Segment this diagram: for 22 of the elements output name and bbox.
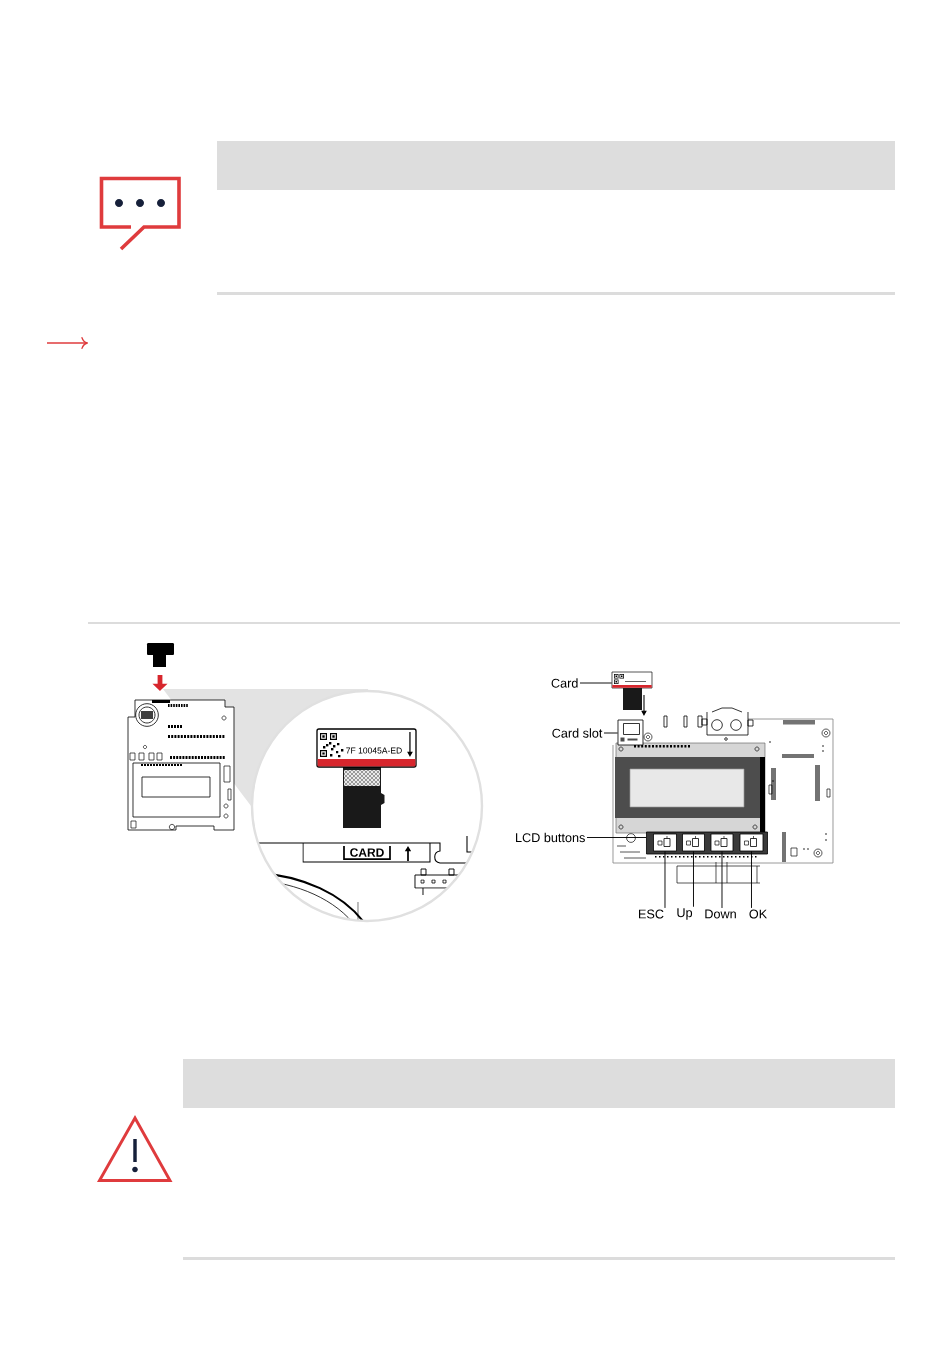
callout-label: Down (705, 909, 736, 919)
callout-label: OK (749, 909, 767, 919)
leader-line (579, 682, 613, 684)
card-slot (617, 719, 644, 746)
card-picture (611, 671, 653, 710)
callout-label: LCD buttons (516, 832, 585, 843)
leader-line (721, 850, 723, 909)
part-number: 7F 10045A-ED (346, 747, 402, 754)
callout-label: Card slot (552, 728, 603, 738)
leader-line (751, 850, 752, 909)
lcd-button (739, 833, 764, 852)
callout-label: ESC (639, 909, 664, 919)
leader-line (664, 850, 666, 909)
lcd-button (710, 833, 734, 852)
lcd-button (653, 833, 677, 852)
leader-line (693, 850, 694, 908)
leader-line (603, 732, 619, 734)
card-marking: CARD (350, 848, 384, 857)
callout-label: Card (551, 678, 578, 688)
callout-label: Up (677, 908, 693, 920)
leader-line (586, 837, 647, 838)
lcd-button (682, 833, 705, 852)
